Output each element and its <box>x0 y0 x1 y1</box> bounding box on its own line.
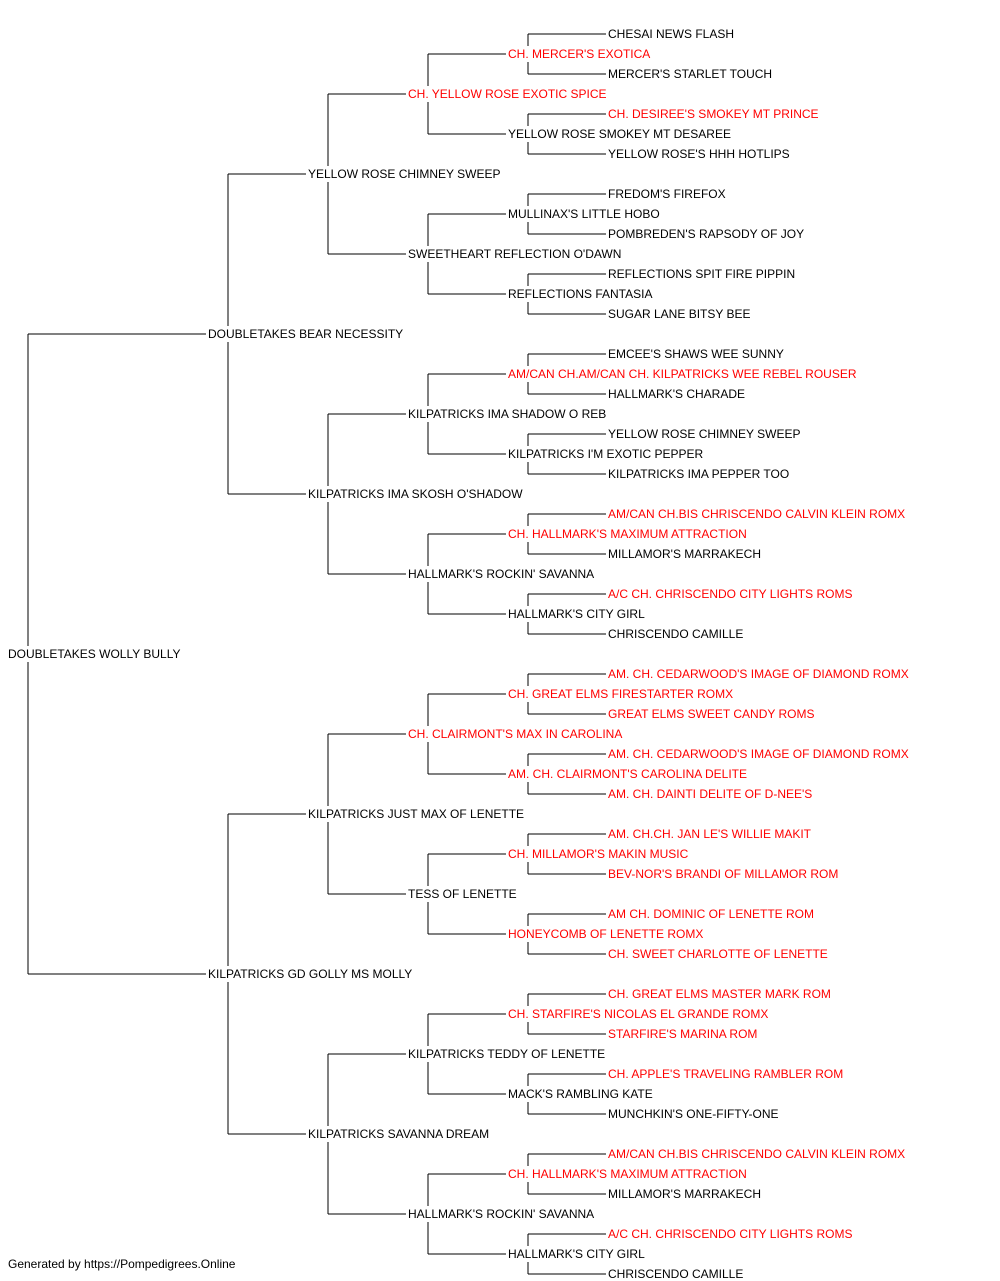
ancestor-name: KILPATRICKS IMA SKOSH O'SHADOW <box>308 487 523 501</box>
champion-ancestor-name: AM. CH. DAINTI DELITE OF D-NEE'S <box>608 787 813 801</box>
champion-ancestor-name: CH. SWEET CHARLOTTE OF LENETTE <box>608 947 828 961</box>
champion-ancestor-name: AM/CAN CH.BIS CHRISCENDO CALVIN KLEIN RO… <box>608 507 906 521</box>
ancestor-name: MUNCHKIN'S ONE-FIFTY-ONE <box>608 1107 779 1121</box>
ancestor-name: YELLOW ROSE CHIMNEY SWEEP <box>308 167 501 181</box>
champion-ancestor-name: AM CH. DOMINIC OF LENETTE ROM <box>608 907 815 921</box>
ancestor-name: SWEETHEART REFLECTION O'DAWN <box>408 247 622 261</box>
champion-ancestor-name: CH. GREAT ELMS MASTER MARK ROM <box>608 987 831 1001</box>
ancestor-name: REFLECTIONS SPIT FIRE PIPPIN <box>608 267 796 281</box>
champion-ancestor-name: A/C CH. CHRISCENDO CITY LIGHTS ROMS <box>608 587 853 601</box>
ancestor-name: HALLMARK'S CITY GIRL <box>508 1247 645 1261</box>
ancestor-name: HALLMARK'S ROCKIN' SAVANNA <box>408 1207 595 1221</box>
champion-ancestor-name: CH. CLAIRMONT'S MAX IN CAROLINA <box>408 727 623 741</box>
ancestor-name: MILLAMOR'S MARRAKECH <box>608 547 761 561</box>
ancestor-name: MERCER'S STARLET TOUCH <box>608 67 773 81</box>
footer-credit: Generated by https://Pompedigrees.Online <box>8 1257 236 1271</box>
ancestor-name: TESS OF LENETTE <box>408 887 517 901</box>
champion-ancestor-name: A/C CH. CHRISCENDO CITY LIGHTS ROMS <box>608 1227 853 1241</box>
champion-ancestor-name: CH. DESIREE'S SMOKEY MT PRINCE <box>608 107 819 121</box>
ancestor-name: HALLMARK'S CITY GIRL <box>508 607 645 621</box>
ancestor-name: FREDOM'S FIREFOX <box>608 187 726 201</box>
ancestor-name: HALLMARK'S CHARADE <box>608 387 745 401</box>
ancestor-name: MACK'S RAMBLING KATE <box>508 1087 653 1101</box>
champion-ancestor-name: AM. CH.CH. JAN LE'S WILLIE MAKIT <box>608 827 811 841</box>
ancestor-name: KILPATRICKS IMA PEPPER TOO <box>608 467 790 481</box>
champion-ancestor-name: HONEYCOMB OF LENETTE ROMX <box>508 927 704 941</box>
ancestor-name: CHESAI NEWS FLASH <box>608 27 735 41</box>
ancestor-name: YELLOW ROSE'S HHH HOTLIPS <box>608 147 790 161</box>
ancestor-name: CHRISCENDO CAMILLE <box>608 1267 744 1281</box>
ancestor-name: KILPATRICKS GD GOLLY MS MOLLY <box>208 967 413 981</box>
champion-ancestor-name: BEV-NOR'S BRANDI OF MILLAMOR ROM <box>608 867 839 881</box>
ancestor-name: MULLINAX'S LITTLE HOBO <box>508 207 660 221</box>
champion-ancestor-name: AM. CH. CEDARWOOD'S IMAGE OF DIAMOND ROM… <box>608 747 909 761</box>
ancestor-name: HALLMARK'S ROCKIN' SAVANNA <box>408 567 595 581</box>
ancestor-name: SUGAR LANE BITSY BEE <box>608 307 751 321</box>
champion-ancestor-name: AM. CH. CEDARWOOD'S IMAGE OF DIAMOND ROM… <box>608 667 909 681</box>
champion-ancestor-name: CH. GREAT ELMS FIRESTARTER ROMX <box>508 687 734 701</box>
ancestor-name: MILLAMOR'S MARRAKECH <box>608 1187 761 1201</box>
ancestor-name: YELLOW ROSE SMOKEY MT DESAREE <box>508 127 731 141</box>
champion-ancestor-name: CH. APPLE'S TRAVELING RAMBLER ROM <box>608 1067 844 1081</box>
ancestor-name: EMCEE'S SHAWS WEE SUNNY <box>608 347 784 361</box>
champion-ancestor-name: GREAT ELMS SWEET CANDY ROMS <box>608 707 815 721</box>
champion-ancestor-name: AM/CAN CH.BIS CHRISCENDO CALVIN KLEIN RO… <box>608 1147 906 1161</box>
ancestor-name: YELLOW ROSE CHIMNEY SWEEP <box>608 427 801 441</box>
champion-ancestor-name: AM. CH. CLAIRMONT'S CAROLINA DELITE <box>508 767 747 781</box>
champion-ancestor-name: CH. HALLMARK'S MAXIMUM ATTRACTION <box>508 527 747 541</box>
champion-ancestor-name: AM/CAN CH.AM/CAN CH. KILPATRICKS WEE REB… <box>508 367 857 381</box>
champion-ancestor-name: CH. MILLAMOR'S MAKIN MUSIC <box>508 847 689 861</box>
ancestor-name: KILPATRICKS JUST MAX OF LENETTE <box>308 807 525 821</box>
champion-ancestor-name: CH. MERCER'S EXOTICA <box>508 47 651 61</box>
ancestor-name: DOUBLETAKES BEAR NECESSITY <box>208 327 404 341</box>
ancestor-name: REFLECTIONS FANTASIA <box>508 287 653 301</box>
champion-ancestor-name: CH. HALLMARK'S MAXIMUM ATTRACTION <box>508 1167 747 1181</box>
ancestor-name: KILPATRICKS IMA SHADOW O REB <box>408 407 607 421</box>
champion-ancestor-name: CH. YELLOW ROSE EXOTIC SPICE <box>408 87 607 101</box>
champion-ancestor-name: CH. STARFIRE'S NICOLAS EL GRANDE ROMX <box>508 1007 769 1021</box>
ancestor-name: DOUBLETAKES WOLLY BULLY <box>8 647 181 661</box>
ancestor-name: KILPATRICKS I'M EXOTIC PEPPER <box>508 447 704 461</box>
champion-ancestor-name: STARFIRE'S MARINA ROM <box>608 1027 758 1041</box>
ancestor-name: KILPATRICKS TEDDY OF LENETTE <box>408 1047 606 1061</box>
ancestor-name: KILPATRICKS SAVANNA DREAM <box>308 1127 490 1141</box>
ancestor-name: CHRISCENDO CAMILLE <box>608 627 744 641</box>
ancestor-name: POMBREDEN'S RAPSODY OF JOY <box>608 227 805 241</box>
